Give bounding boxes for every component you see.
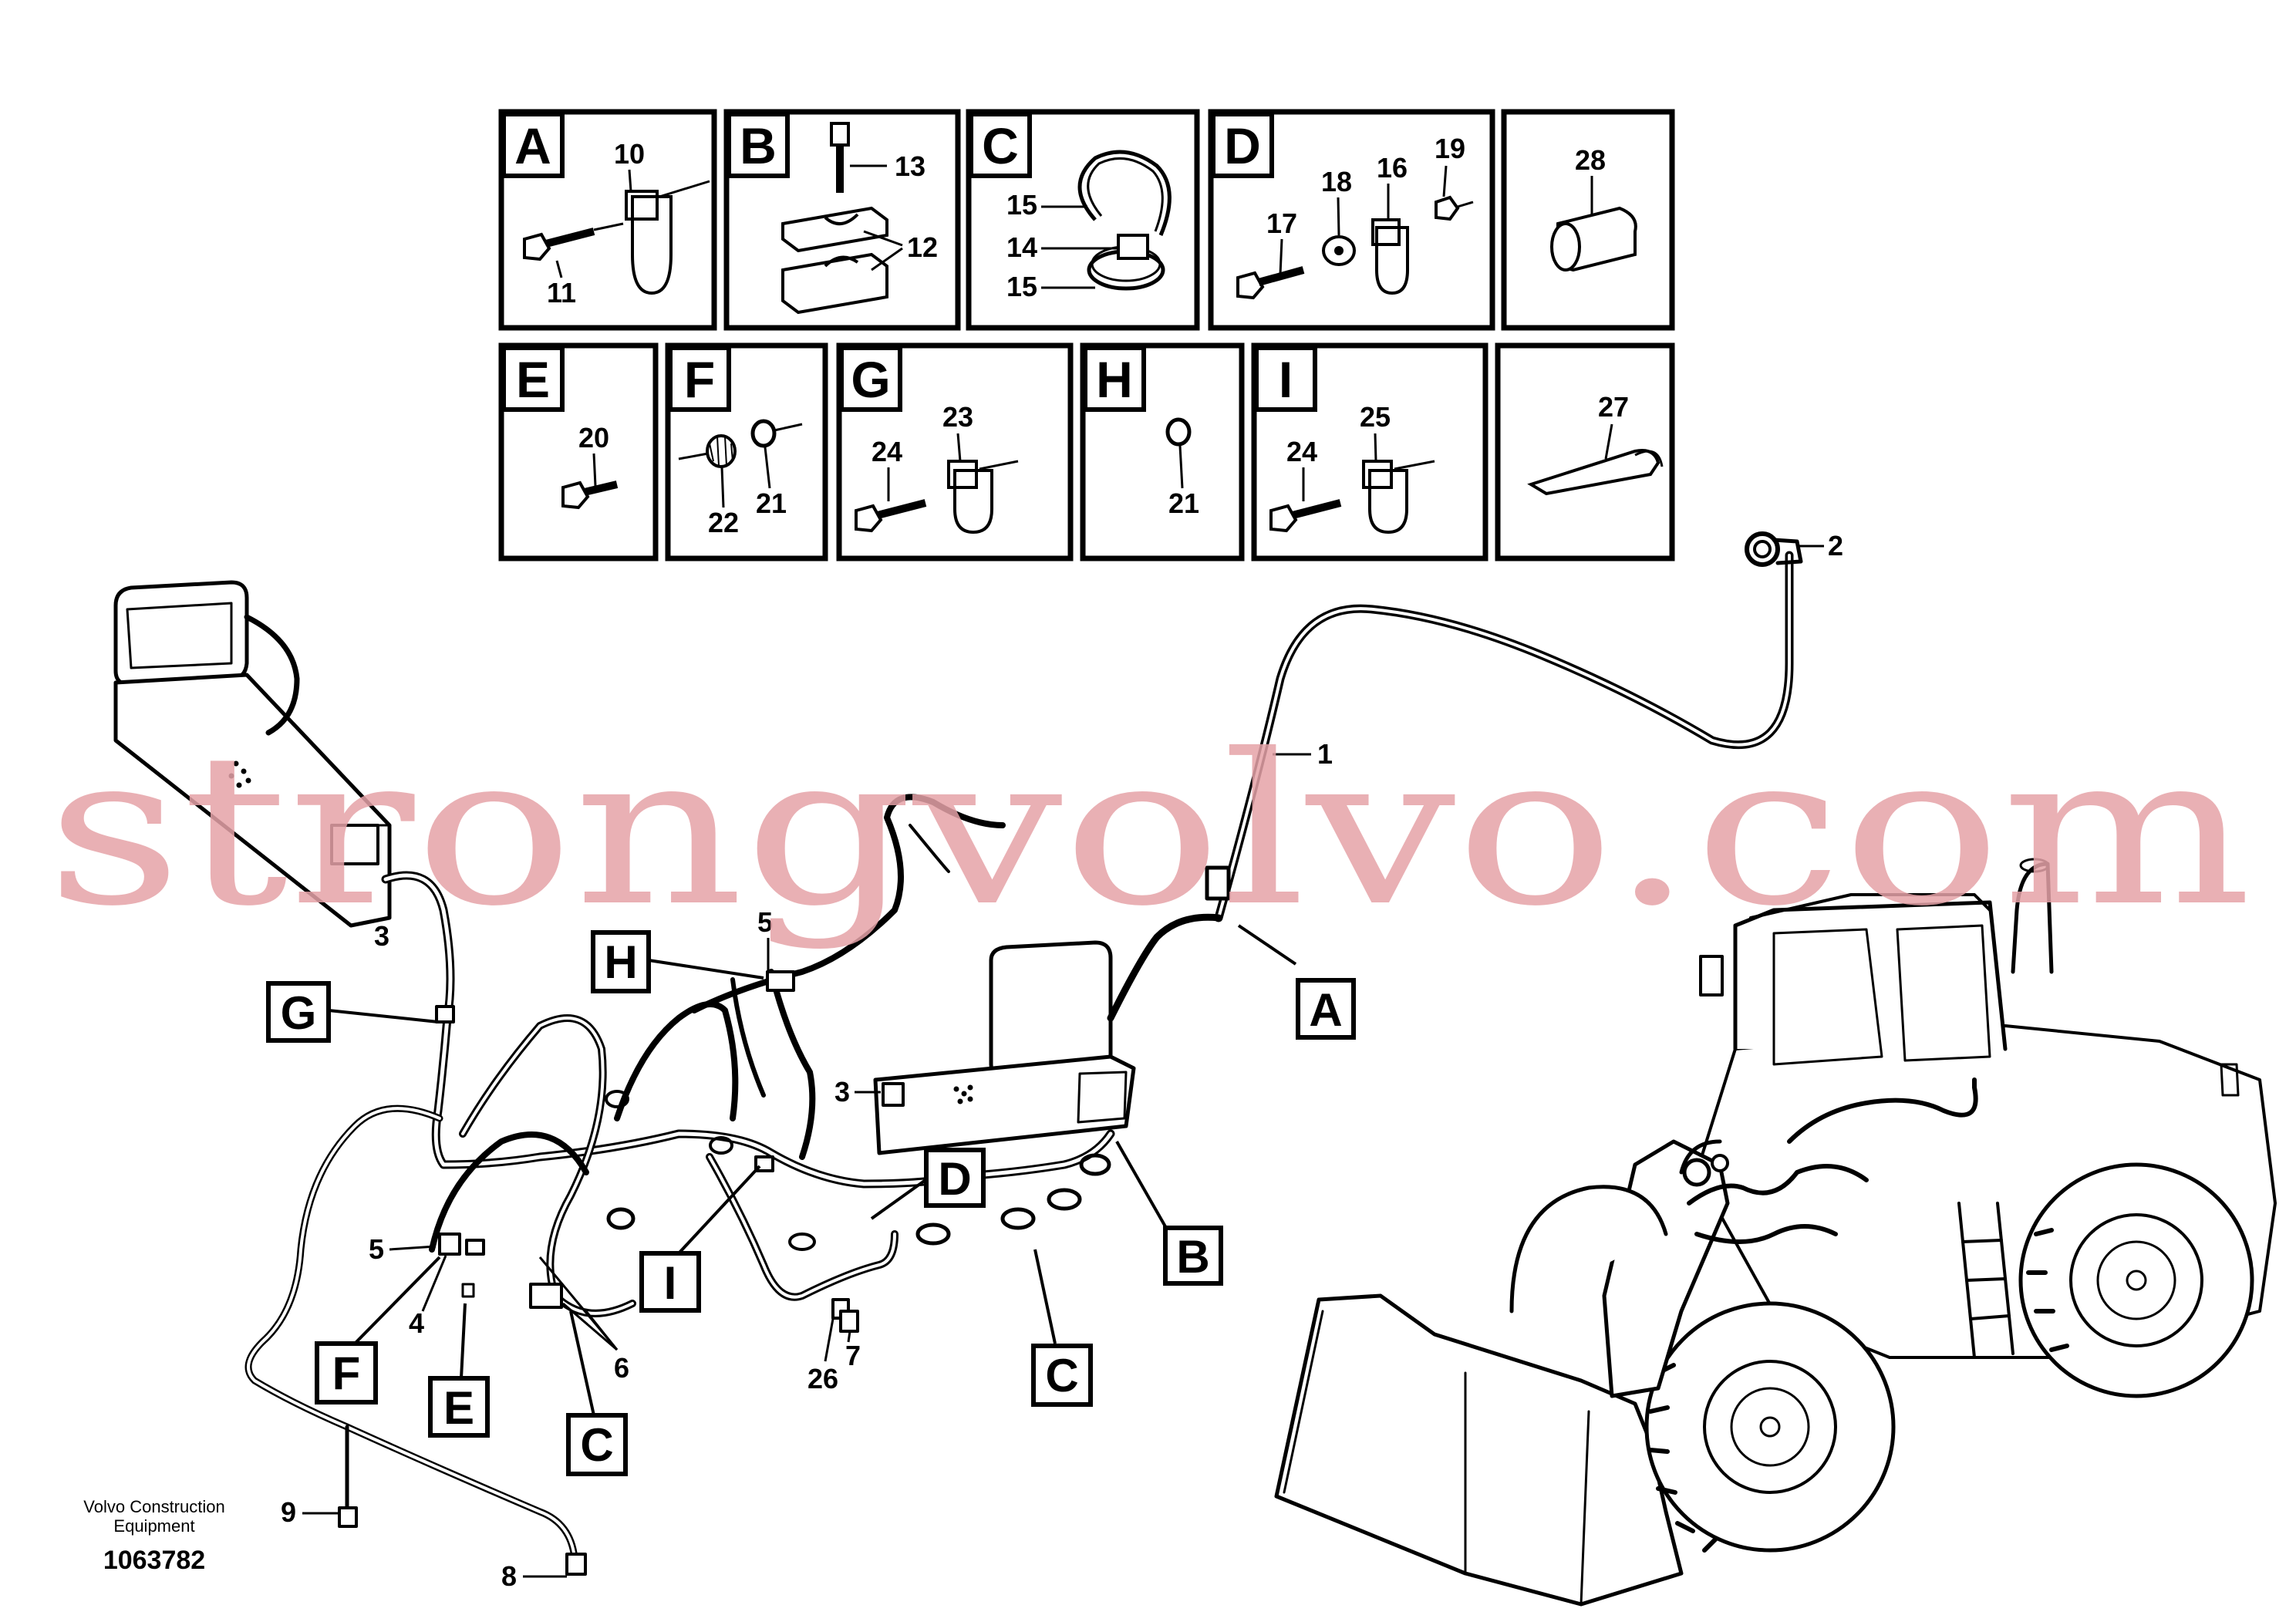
part-label-12: 12: [907, 231, 938, 263]
box-letter-f: F: [684, 351, 715, 408]
part-label-13: 13: [895, 150, 925, 182]
watermark-text: strongvolvo.com: [46, 709, 2252, 952]
part-label-20: 20: [578, 422, 609, 454]
part-label-25: 25: [1360, 401, 1391, 433]
box-letter-e: E: [516, 351, 550, 408]
part-label-10: 10: [614, 138, 645, 170]
view-letter-c1: C: [1045, 1350, 1078, 1401]
part-label-21a: 21: [756, 487, 787, 519]
detail-box-28: 28: [1501, 109, 1675, 331]
detail-box-g: G 23 24: [836, 342, 1074, 561]
wheel-loader-illustration: [1274, 858, 2277, 1607]
main-harness-drawing: [113, 531, 1803, 1576]
view-letter-c2: C: [580, 1419, 613, 1471]
box-letter-d: D: [1224, 117, 1261, 174]
box-letter-h: H: [1096, 351, 1133, 408]
view-letter-a: A: [1309, 984, 1342, 1036]
box-letter-b: B: [740, 117, 777, 174]
box-letter-c: C: [982, 117, 1019, 174]
callout-3b: 3: [834, 1076, 850, 1108]
callout-5a: 5: [369, 1233, 384, 1265]
part-label-16: 16: [1377, 152, 1408, 184]
callout-6: 6: [614, 1352, 629, 1384]
callout-7: 7: [845, 1340, 861, 1371]
company-name-line1: Volvo Construction: [83, 1497, 224, 1516]
part-label-24b: 24: [1286, 436, 1317, 467]
part-label-28: 28: [1575, 144, 1606, 176]
view-letter-d: D: [938, 1153, 971, 1205]
callout-26: 26: [807, 1363, 838, 1394]
part-label-23: 23: [942, 401, 973, 433]
part-label-18: 18: [1321, 166, 1352, 197]
company-name-line2: Equipment: [113, 1516, 194, 1536]
detail-box-i: I 25 24: [1251, 342, 1489, 561]
part-label-21b: 21: [1168, 487, 1199, 519]
callout-2: 2: [1828, 530, 1843, 561]
drawing-number: 1063782: [103, 1546, 205, 1575]
callout-letters: A B C C D E F G H I: [266, 924, 1356, 1476]
box-letter-i: I: [1279, 351, 1293, 408]
callout-8: 8: [501, 1560, 517, 1592]
part-label-19: 19: [1435, 133, 1465, 164]
detail-box-d: D 19 18 16 17: [1208, 109, 1495, 331]
view-letter-g: G: [281, 987, 317, 1039]
numeric-callouts: 1 2 3 3 4 5 5 6 7 8 9 26: [281, 530, 1843, 1592]
part-label-11: 11: [547, 277, 576, 309]
part-label-27: 27: [1598, 391, 1629, 423]
part-label-17: 17: [1266, 207, 1297, 239]
part-label-22: 22: [708, 507, 739, 538]
callout-4: 4: [409, 1307, 424, 1339]
detail-box-e: E 20: [498, 342, 659, 561]
box-letter-a: A: [514, 117, 551, 174]
callout-1: 1: [1317, 738, 1333, 770]
detail-box-c: C 15 14 15: [966, 109, 1200, 331]
callout-3a: 3: [374, 920, 389, 952]
part-label-24a: 24: [872, 436, 902, 467]
callout-9: 9: [281, 1496, 296, 1528]
view-letter-b: B: [1176, 1231, 1209, 1283]
part-label-14: 14: [1006, 231, 1037, 263]
detail-box-27: 27: [1495, 342, 1675, 561]
detail-box-h: H 21: [1080, 342, 1245, 561]
view-letter-i: I: [664, 1257, 677, 1309]
detail-box-b: B 13 12: [723, 109, 961, 331]
view-letter-f: F: [332, 1347, 361, 1399]
view-letter-e: E: [443, 1382, 474, 1434]
detail-box-f: F 22 21: [665, 342, 828, 561]
part-label-15a: 15: [1006, 189, 1037, 221]
part-label-15b: 15: [1006, 271, 1037, 302]
callout-5b: 5: [757, 906, 773, 938]
detail-box-a: A 10 11: [498, 109, 717, 331]
box-letter-g: G: [851, 351, 890, 408]
view-letter-h: H: [604, 936, 637, 988]
